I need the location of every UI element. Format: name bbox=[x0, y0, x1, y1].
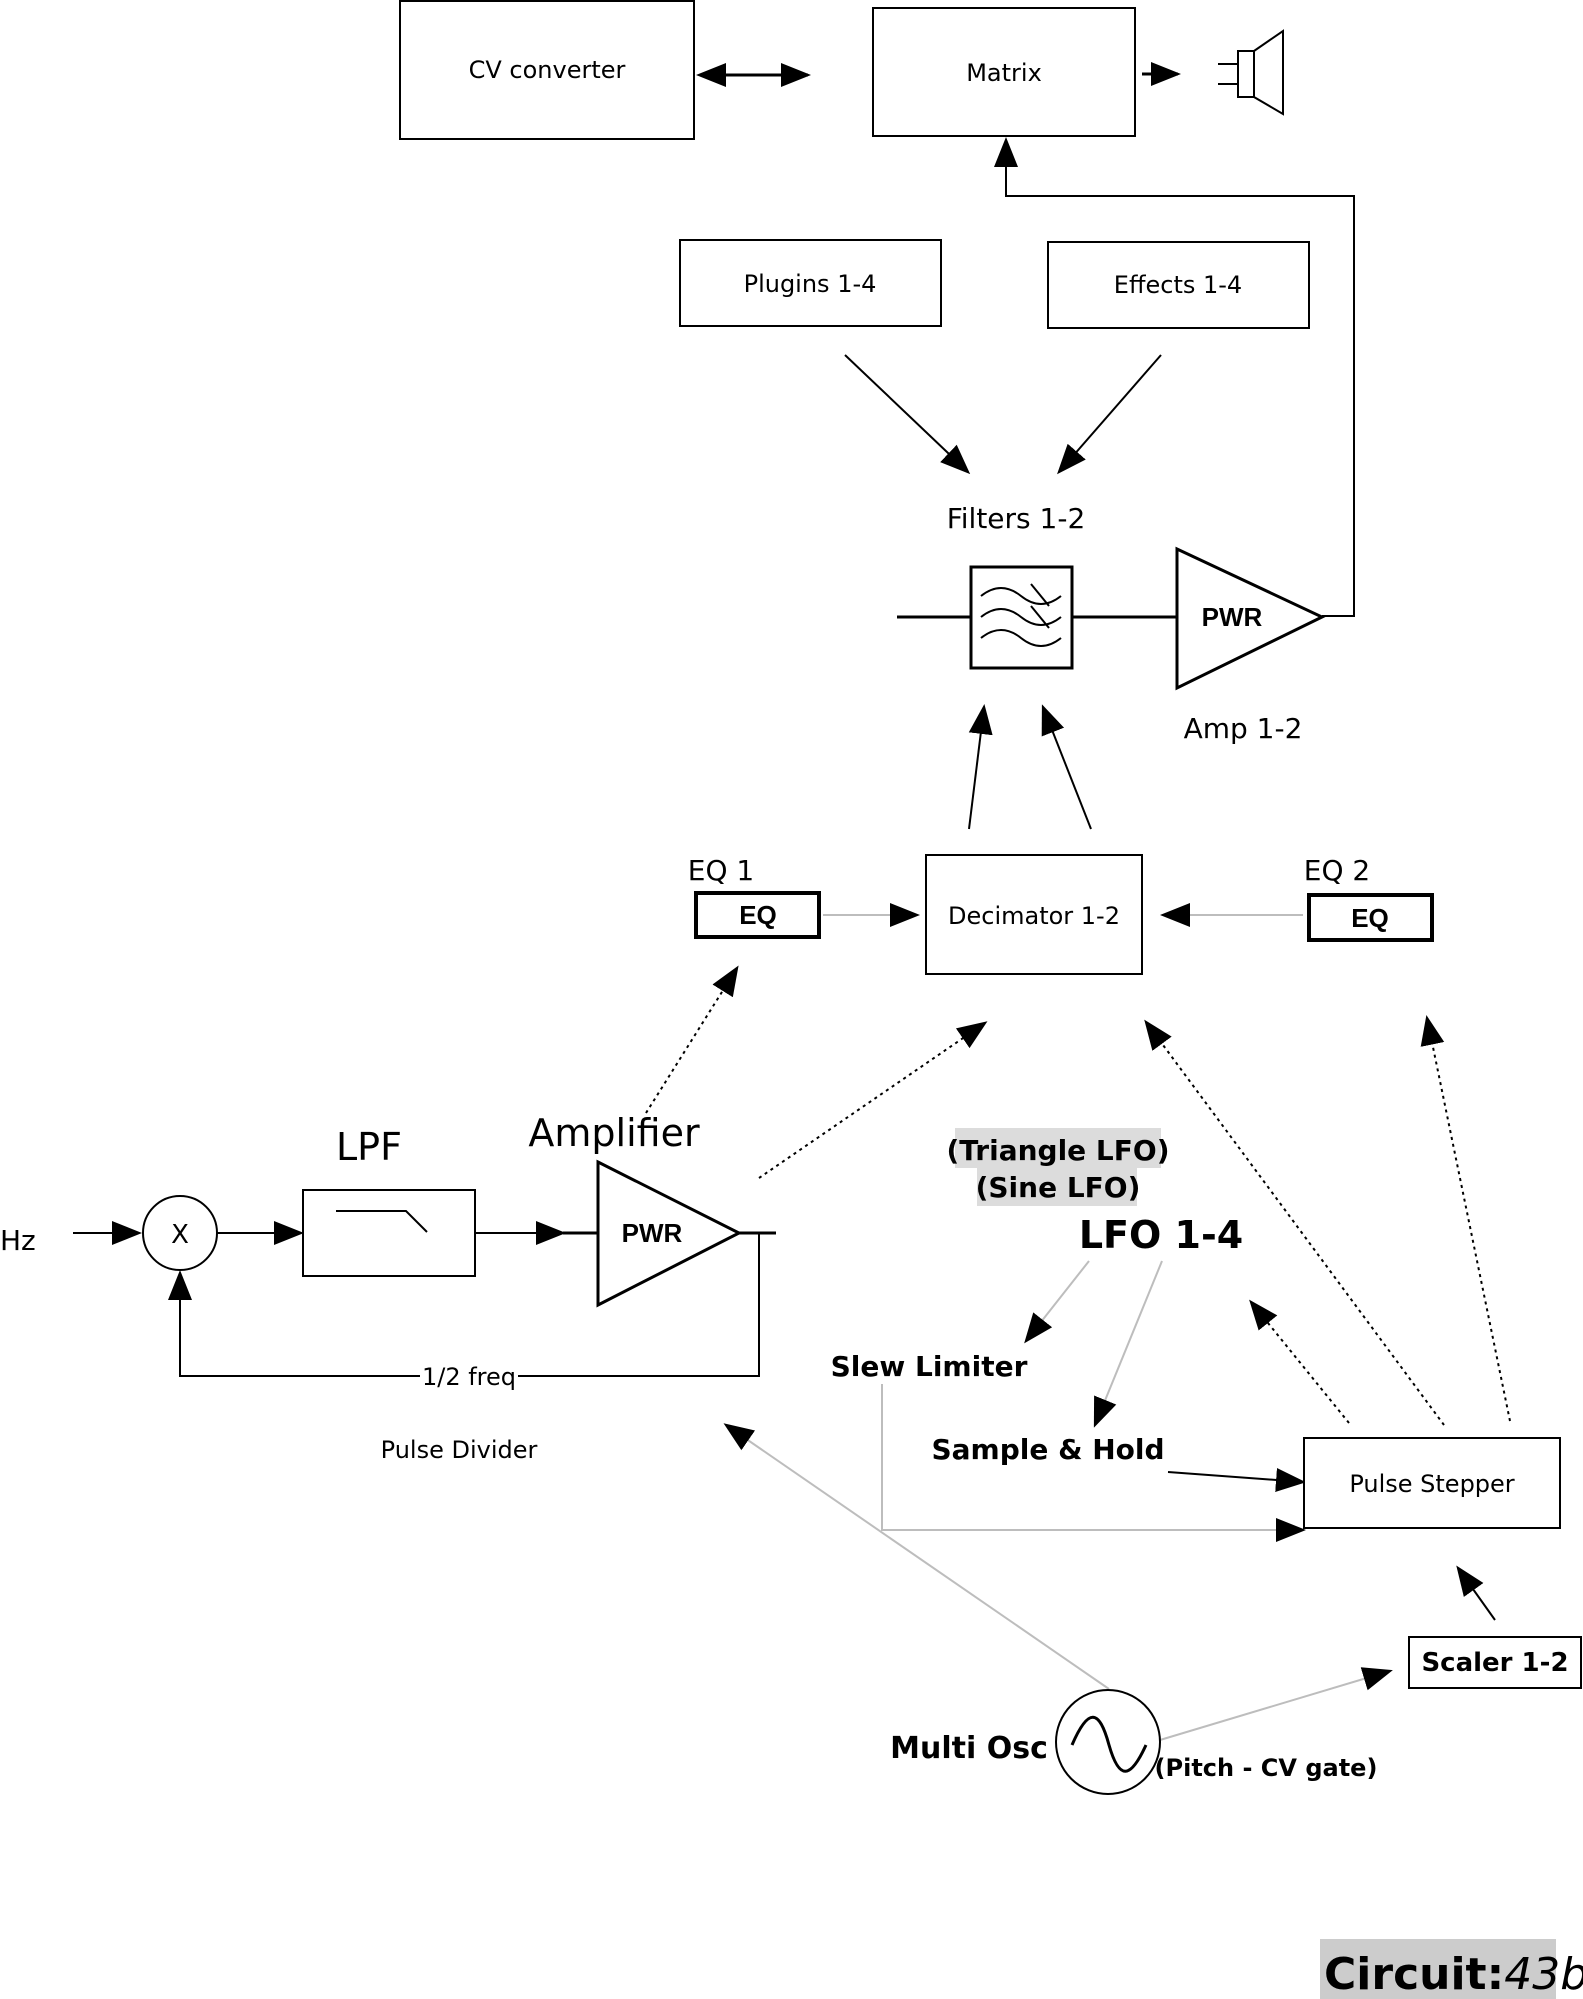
eq2-label: EQ 2 bbox=[1304, 854, 1370, 887]
sine-wave-icon bbox=[1070, 1715, 1148, 1773]
lfo-to-samplehold-arrow bbox=[1093, 1260, 1163, 1428]
lpf-label: LPF bbox=[336, 1125, 402, 1169]
eq1-box-label: EQ bbox=[739, 900, 777, 930]
pulse-divider-label: Pulse Divider bbox=[381, 1436, 538, 1464]
filters-label: Filters 1-2 bbox=[947, 502, 1086, 535]
lpf-block bbox=[302, 1189, 476, 1277]
amp-label: Amp 1-2 bbox=[1184, 712, 1303, 745]
circuit-id: Circuit:43b bbox=[1324, 1949, 1583, 1999]
amp-to-eq1-dotted-arrow bbox=[645, 965, 739, 1114]
slew-to-stepper-line bbox=[881, 1384, 1302, 1531]
triangle-lfo-label: (Triangle LFO) bbox=[946, 1134, 1169, 1167]
eq1-label: EQ 1 bbox=[688, 854, 754, 887]
decimator-block: Decimator 1-2 bbox=[925, 854, 1143, 975]
eq1-block: EQ bbox=[694, 891, 821, 939]
input-hz-label: Hz bbox=[0, 1224, 36, 1257]
decimator-label: Decimator 1-2 bbox=[948, 902, 1120, 930]
effects-label: Effects 1-4 bbox=[1114, 271, 1242, 299]
mixer-label: X bbox=[171, 1220, 189, 1250]
half-freq-label: 1/2 freq bbox=[422, 1363, 516, 1391]
samplehold-to-stepper-arrow bbox=[1167, 1468, 1306, 1492]
matrix-label: Matrix bbox=[966, 59, 1042, 87]
circuit-id-prefix: Circuit: bbox=[1324, 1949, 1504, 1999]
effects-to-filters-arrow bbox=[1057, 354, 1162, 475]
mixer-node: X bbox=[142, 1195, 218, 1271]
amp-bottom: PWR bbox=[596, 1159, 743, 1308]
lfo-label: LFO 1-4 bbox=[1079, 1213, 1243, 1257]
lfo-to-slew-arrow bbox=[1024, 1260, 1090, 1344]
plugins-label: Plugins 1-4 bbox=[744, 270, 877, 298]
scaler-to-stepper-arrow bbox=[1456, 1565, 1496, 1621]
multi-osc-node bbox=[1055, 1689, 1161, 1795]
scaler-label: Scaler 1-2 bbox=[1421, 1648, 1568, 1678]
pulse-stepper-label: Pulse Stepper bbox=[1349, 1470, 1514, 1498]
slew-limiter-label: Slew Limiter bbox=[831, 1350, 1028, 1383]
sine-lfo-highlight bbox=[977, 1168, 1137, 1206]
pulse-stepper-block: Pulse Stepper bbox=[1303, 1437, 1561, 1529]
plugins-block: Plugins 1-4 bbox=[679, 239, 942, 327]
cv-converter-label: CV converter bbox=[469, 56, 626, 84]
amp-to-matrix-line bbox=[994, 137, 1355, 617]
plugins-to-filters-arrow bbox=[844, 354, 971, 475]
matrix-block: Matrix bbox=[872, 7, 1136, 137]
cv-converter-block: CV converter bbox=[399, 0, 695, 140]
stepper-to-eq2-dotted-arrow bbox=[1420, 1015, 1511, 1422]
eq2-box-label: EQ bbox=[1351, 903, 1389, 933]
osc-to-scaler-arrow bbox=[1159, 1667, 1393, 1741]
sample-hold-label: Sample & Hold bbox=[931, 1433, 1164, 1466]
lowpass-icon bbox=[336, 1210, 428, 1233]
effects-block: Effects 1-4 bbox=[1047, 241, 1310, 329]
amplifier-label: Amplifier bbox=[528, 1111, 700, 1155]
stepper-to-lfo-dotted-arrow bbox=[1249, 1299, 1350, 1424]
amp-top: PWR bbox=[1175, 546, 1326, 691]
amp-top-pwr-label: PWR bbox=[1202, 602, 1263, 632]
amp-bottom-pwr-label: PWR bbox=[622, 1218, 683, 1248]
triangle-lfo-highlight bbox=[955, 1128, 1161, 1168]
decimator-to-filters-arrow-2 bbox=[1041, 704, 1092, 830]
circuit-id-highlight bbox=[1320, 1939, 1556, 1999]
pitch-cv-label: (Pitch - CV gate) bbox=[1155, 1754, 1378, 1782]
sine-lfo-label: (Sine LFO) bbox=[976, 1171, 1141, 1204]
eq2-block: EQ bbox=[1307, 893, 1434, 942]
scaler-block: Scaler 1-2 bbox=[1408, 1636, 1582, 1689]
osc-to-pulse-divider-arrow bbox=[723, 1423, 1110, 1690]
filter-bank-icon bbox=[969, 565, 1074, 670]
half-freq-background bbox=[420, 1362, 518, 1390]
circuit-id-number: 43b bbox=[1504, 1949, 1583, 1999]
speaker-icon bbox=[1218, 29, 1284, 116]
decimator-to-filters-arrow-1 bbox=[968, 704, 993, 830]
multi-osc-label: Multi Osc bbox=[890, 1731, 1048, 1766]
